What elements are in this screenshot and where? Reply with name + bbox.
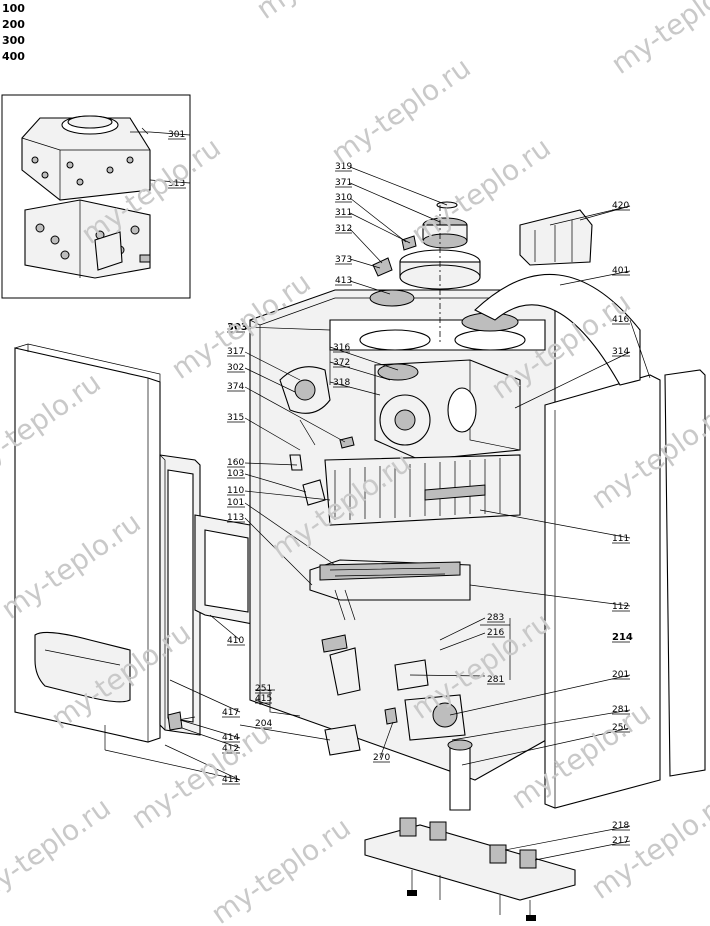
label-312: 312 <box>335 224 352 234</box>
label-415: 415 <box>255 694 272 704</box>
label-214: 214 <box>612 632 633 643</box>
watermark-17: my-teplo.ru <box>205 811 357 926</box>
connection-plate <box>364 817 576 921</box>
label-401: 401 <box>612 266 629 276</box>
label-416: 416 <box>612 315 629 325</box>
front-panel <box>14 343 161 743</box>
label-103: 103 <box>227 469 244 479</box>
label-371: 371 <box>335 178 352 188</box>
model-code-4: 400 <box>2 50 25 63</box>
label-113: 113 <box>227 513 244 523</box>
label-373: 373 <box>335 255 352 265</box>
label-111: 111 <box>612 534 629 544</box>
inset-detail <box>1 94 191 299</box>
label-313: 313 <box>168 179 185 189</box>
label-217: 217 <box>612 836 629 846</box>
label-218: 218 <box>612 821 629 831</box>
label-372: 372 <box>333 358 350 368</box>
watermark-18: my-teplo.ru <box>585 786 710 906</box>
flue-adapter <box>369 201 519 345</box>
fan-assembly <box>279 359 521 461</box>
label-417: 417 <box>222 708 239 718</box>
label-411: 411 <box>222 775 239 785</box>
label-302: 302 <box>227 363 244 373</box>
gas-valve <box>167 634 473 811</box>
label-281-a: 281 <box>487 675 504 685</box>
label-311: 311 <box>335 208 352 218</box>
label-316: 316 <box>333 343 350 353</box>
label-101: 101 <box>227 498 244 508</box>
watermark-1: my-teplo.ru <box>250 0 402 26</box>
inner-panel <box>194 514 259 626</box>
label-283: 283 <box>487 613 504 623</box>
side-panel-right <box>544 369 706 809</box>
label-412: 412 <box>222 744 239 754</box>
label-216: 216 <box>487 628 504 638</box>
label-314: 314 <box>612 347 629 357</box>
label-410: 410 <box>227 636 244 646</box>
door-frame <box>159 454 201 736</box>
label-204: 204 <box>255 719 272 729</box>
model-code-2: 200 <box>2 18 25 31</box>
label-301: 301 <box>168 130 185 140</box>
label-201: 201 <box>612 670 629 680</box>
label-413: 413 <box>335 276 352 286</box>
label-414: 414 <box>222 733 239 743</box>
watermark-3: my-teplo.ru <box>325 51 477 171</box>
watermark-16: my-teplo.ru <box>0 791 117 911</box>
label-270: 270 <box>373 753 390 763</box>
model-code-3: 300 <box>2 34 25 47</box>
label-310: 310 <box>335 193 352 203</box>
burner <box>309 559 471 621</box>
heat-exchanger <box>289 454 521 526</box>
label-112: 112 <box>612 602 629 612</box>
label-420: 420 <box>612 201 629 211</box>
label-underlines <box>168 138 630 846</box>
label-317: 317 <box>227 347 244 357</box>
model-code-1: 100 <box>2 2 25 15</box>
label-110: 110 <box>227 486 244 496</box>
label-160: 160 <box>227 458 244 468</box>
label-315: 315 <box>227 413 244 423</box>
label-281-b: 281 <box>612 705 629 715</box>
label-318: 318 <box>333 378 350 388</box>
label-303: 303 <box>227 322 248 333</box>
watermark-2: my-teplo.ru <box>605 0 710 81</box>
label-374: 374 <box>227 382 244 392</box>
label-319: 319 <box>335 162 352 172</box>
label-250: 250 <box>612 723 629 733</box>
leader-lines <box>104 166 651 861</box>
label-251: 251 <box>255 684 272 694</box>
back-shroud <box>474 209 641 386</box>
